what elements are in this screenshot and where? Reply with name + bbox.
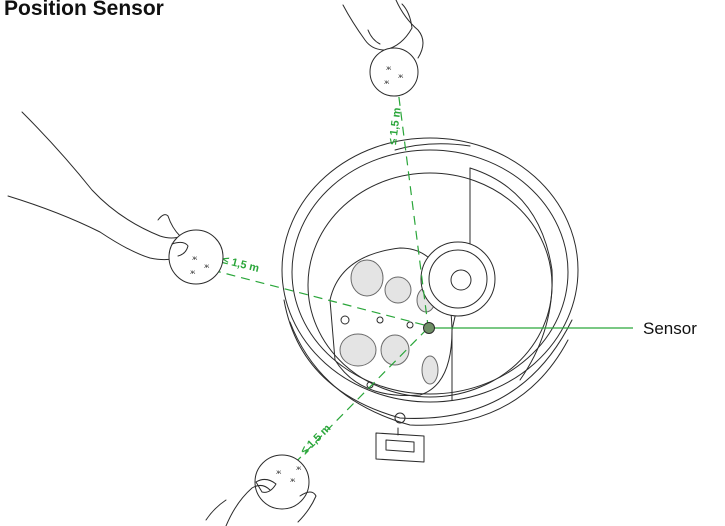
svg-text:ж: ж [398, 73, 404, 80]
svg-text:ж: ж [290, 477, 296, 484]
range-lines [211, 81, 429, 475]
ball-icon: ж ж ж [254, 454, 310, 510]
svg-text:ж: ж [386, 65, 392, 72]
svg-text:ж: ж [192, 255, 198, 262]
ball-icon: ж ж ж [369, 47, 419, 97]
ball-icon: ж ж ж [168, 229, 224, 285]
range-line-bottom [283, 327, 429, 475]
distance-label-bottom: ≤ 1,5 m [299, 422, 334, 457]
distance-label-top: ≤ 1,5 m [387, 107, 403, 146]
hand-icon [342, 0, 424, 59]
hand-icon [7, 111, 183, 261]
sensor-label: Sensor [643, 319, 697, 338]
svg-text:ж: ж [276, 469, 282, 476]
sensor-dot-icon [423, 322, 435, 334]
range-line-top [396, 81, 429, 327]
svg-text:ж: ж [204, 263, 210, 270]
hand-icon [205, 478, 317, 526]
svg-text:ж: ж [296, 465, 302, 472]
svg-text:ж: ж [384, 79, 390, 86]
basket-icon [281, 137, 579, 463]
range-line-left [211, 269, 429, 327]
svg-text:ж: ж [190, 269, 196, 276]
distance-label-left: ≤ 1,5 m [221, 254, 260, 275]
diagram-title: Position Sensor [4, 0, 164, 20]
